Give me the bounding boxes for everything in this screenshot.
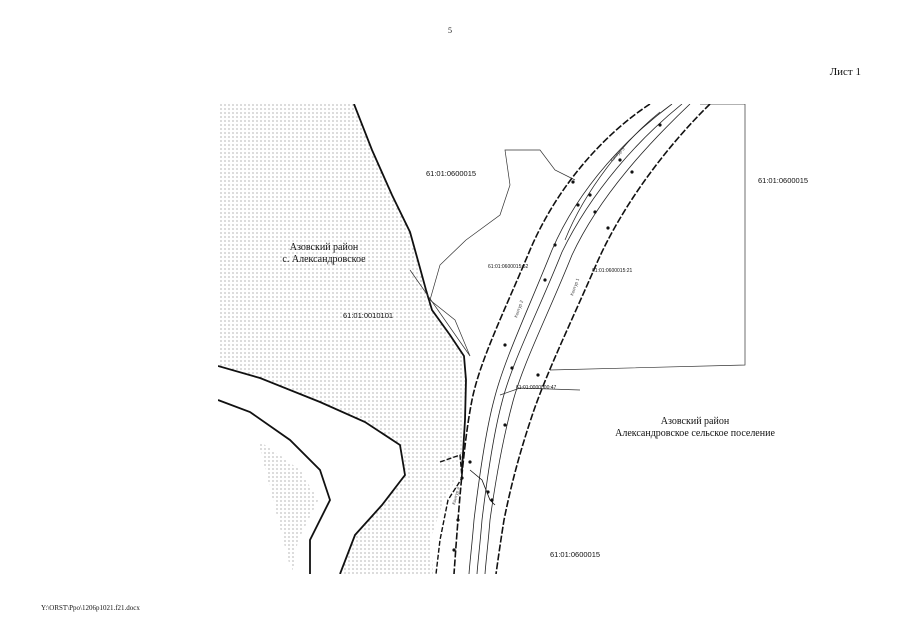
contour-4-label: Контур 4 <box>451 486 461 505</box>
quarter-boundary <box>499 387 581 396</box>
cadastral-top-right: 61:01:0600015 <box>758 176 808 185</box>
contour-2-label: Контур 2 <box>513 299 524 318</box>
parcel-a-label: 61:01:0600015:52 <box>488 264 529 270</box>
region-right-line2: Александровское сельское поселение <box>615 428 775 439</box>
region-left-line1: Азовский район <box>290 242 359 253</box>
footer-file-path: Y:\ORST\Ppo\1206p1021.f21.docx <box>41 604 140 612</box>
road-edge-outer-right <box>495 104 711 574</box>
region-left-line2: с. Александровское <box>282 254 366 265</box>
region-right-line1: Азовский район <box>661 416 730 427</box>
parcel-outline <box>435 454 463 574</box>
road-line-inner <box>564 111 661 241</box>
sheet-label: Лист 1 <box>829 66 861 78</box>
cadastral-left: 61:01:0010101 <box>343 311 393 320</box>
road-edge-outer-left <box>453 104 651 574</box>
road-line <box>468 104 673 574</box>
parcel-c-label: 61:01:0000000:47 <box>516 385 557 391</box>
parcel-outline <box>469 469 496 506</box>
boundary-segment <box>218 365 406 574</box>
field-boundary <box>429 239 471 357</box>
parcel-b-label: 61:01:0600015:21 <box>592 268 633 274</box>
field-boundary <box>409 149 576 357</box>
page-number: 5 <box>448 26 452 35</box>
settlement-boundary <box>353 104 467 471</box>
road-line <box>484 104 691 574</box>
cadastral-top-center: 61:01:0600015 <box>426 169 476 178</box>
quarter-boundary <box>549 104 746 371</box>
road-line <box>476 104 683 574</box>
contour-1-label: Контур 1 <box>569 277 580 296</box>
cadastral-bottom-right: 61:01:0600015 <box>550 550 600 559</box>
survey-points <box>452 123 662 552</box>
boundary-segment <box>218 399 331 574</box>
